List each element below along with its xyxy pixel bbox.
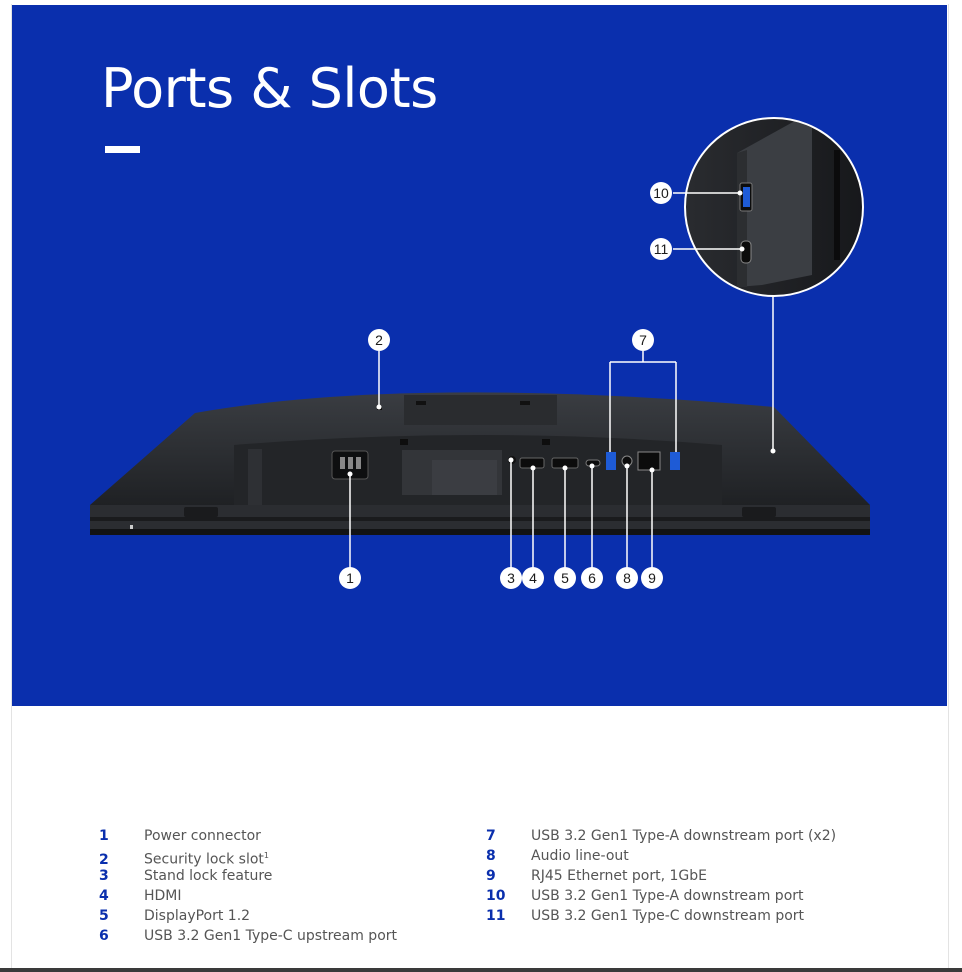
item-number: 2 bbox=[99, 851, 109, 868]
callout-7: 7 bbox=[632, 329, 654, 351]
callout-8: 8 bbox=[616, 567, 638, 589]
list-item: 7 USB 3.2 Gen1 Type-A downstream port (x2… bbox=[486, 826, 836, 846]
item-label: Stand lock feature bbox=[144, 868, 273, 884]
list-item: 2 Security lock slot1 bbox=[99, 846, 397, 868]
item-label: USB 3.2 Gen1 Type-C downstream port bbox=[531, 908, 805, 924]
page-title: Ports & Slots bbox=[101, 57, 438, 120]
list-item: 11 USB 3.2 Gen1 Type-C downstream port bbox=[486, 906, 836, 926]
list-item: 8 Audio line-out bbox=[486, 846, 836, 866]
item-label: USB 3.2 Gen1 Type-C upstream port bbox=[144, 928, 397, 944]
item-label: DisplayPort 1.2 bbox=[144, 908, 251, 924]
svg-text:6: 6 bbox=[588, 570, 596, 586]
item-label: USB 3.2 Gen1 Type-A downstream port bbox=[531, 888, 804, 904]
callout-1: 1 bbox=[339, 567, 361, 589]
item-label-text: Security lock slot bbox=[144, 851, 264, 868]
item-label: HDMI bbox=[144, 888, 182, 904]
item-number: 4 bbox=[99, 888, 109, 904]
item-label: Power connector bbox=[144, 828, 261, 844]
item-number: 7 bbox=[486, 828, 496, 844]
monitor-body bbox=[90, 392, 870, 535]
callout-2: 2 bbox=[368, 329, 390, 351]
list-item: 10 USB 3.2 Gen1 Type-A downstream port bbox=[486, 886, 836, 906]
item-label: USB 3.2 Gen1 Type-A downstream port (x2) bbox=[531, 828, 837, 844]
footnote-marker: 1 bbox=[263, 851, 269, 860]
svg-text:1: 1 bbox=[346, 570, 354, 586]
list-item: 5 DisplayPort 1.2 bbox=[99, 906, 397, 926]
list-item: 6 USB 3.2 Gen1 Type-C upstream port bbox=[99, 926, 397, 946]
item-number: 9 bbox=[486, 868, 496, 884]
callout-11: 11 bbox=[650, 238, 672, 260]
spec-list-right: 7 USB 3.2 Gen1 Type-A downstream port (x2… bbox=[486, 826, 836, 926]
callout-4: 4 bbox=[522, 567, 544, 589]
item-label: RJ45 Ethernet port, 1GbE bbox=[531, 868, 707, 884]
callout-9: 9 bbox=[641, 567, 663, 589]
svg-text:4: 4 bbox=[529, 570, 537, 586]
bottom-divider bbox=[0, 968, 962, 972]
item-number: 1 bbox=[99, 828, 109, 844]
callout-3: 3 bbox=[500, 567, 522, 589]
svg-text:7: 7 bbox=[639, 332, 647, 348]
item-number: 6 bbox=[99, 928, 109, 944]
svg-text:3: 3 bbox=[507, 570, 515, 586]
item-number: 8 bbox=[486, 848, 496, 864]
svg-text:8: 8 bbox=[623, 570, 631, 586]
zoom-inset bbox=[684, 117, 864, 297]
item-number: 5 bbox=[99, 908, 109, 924]
svg-text:11: 11 bbox=[654, 241, 669, 257]
title-underline bbox=[105, 146, 140, 153]
callout-5: 5 bbox=[554, 567, 576, 589]
svg-text:2: 2 bbox=[375, 332, 383, 348]
item-number: 3 bbox=[99, 868, 109, 884]
svg-text:10: 10 bbox=[653, 185, 669, 201]
list-item: 4 HDMI bbox=[99, 886, 397, 906]
list-item: 3 Stand lock feature bbox=[99, 866, 397, 886]
item-number: 11 bbox=[486, 908, 506, 924]
callout-10: 10 bbox=[650, 182, 672, 204]
item-label: Audio line-out bbox=[531, 848, 629, 864]
leader-lines bbox=[349, 192, 774, 569]
list-item: 9 RJ45 Ethernet port, 1GbE bbox=[486, 866, 836, 886]
hero-banner: Ports & Slots bbox=[12, 5, 947, 706]
item-label: Security lock slot1 bbox=[144, 846, 269, 870]
svg-text:5: 5 bbox=[561, 570, 569, 586]
monitor-ports-illustration: 1 2 3 4 5 6 7 8 9 10 11 bbox=[90, 117, 870, 589]
svg-text:9: 9 bbox=[648, 570, 656, 586]
callout-6: 6 bbox=[581, 567, 603, 589]
item-number: 10 bbox=[486, 888, 506, 904]
list-item: 1 Power connector bbox=[99, 826, 397, 846]
